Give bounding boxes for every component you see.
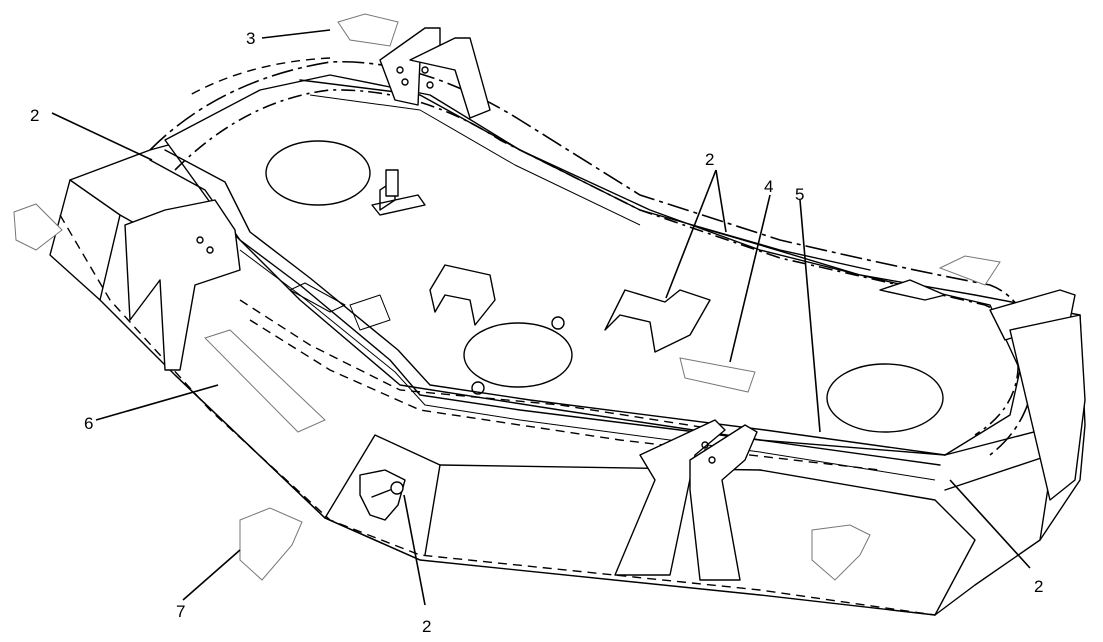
leader-4 — [729, 194, 771, 363]
decal-front-left — [239, 507, 303, 581]
center-spindle-hole — [463, 322, 573, 388]
hardware — [359, 469, 406, 521]
decal-top — [337, 13, 399, 47]
spindle-openings — [265, 140, 944, 433]
callout-2-left: 2 — [30, 106, 39, 125]
leader-2b-2 — [715, 169, 727, 233]
leader-2c — [403, 494, 426, 606]
front-brackets — [124, 199, 758, 581]
decal-right-top — [938, 255, 1001, 286]
callout-7: 7 — [176, 602, 185, 621]
left-spindle-hole — [265, 140, 371, 206]
right-spindle-hole — [826, 363, 944, 433]
leader-2b-1 — [665, 169, 717, 299]
leader-3 — [261, 29, 331, 39]
center-brackets — [289, 264, 711, 353]
leader-6 — [95, 384, 219, 421]
leader-5 — [799, 199, 821, 433]
deck-shell — [49, 74, 1086, 616]
rear-brackets — [379, 27, 1086, 501]
callout-3: 3 — [246, 29, 255, 48]
callout-6: 6 — [84, 414, 93, 433]
callout-labels: 3 2 2 4 5 6 7 2 2 — [30, 29, 1043, 636]
decal-front-right — [811, 524, 871, 581]
leader-2d — [949, 479, 1031, 569]
callout-2-center: 2 — [705, 150, 714, 169]
callout-2-bottom: 2 — [422, 617, 431, 636]
callout-2-right: 2 — [1034, 577, 1043, 596]
leader-lines — [51, 29, 1031, 606]
leader-7 — [182, 549, 241, 601]
decal-4 — [679, 357, 756, 393]
callout-5: 5 — [795, 185, 804, 204]
callout-4: 4 — [764, 177, 773, 196]
decal-panel-6 — [204, 329, 326, 433]
leader-2a — [51, 112, 153, 161]
decals — [13, 13, 1001, 581]
decal-left-side — [13, 203, 63, 251]
